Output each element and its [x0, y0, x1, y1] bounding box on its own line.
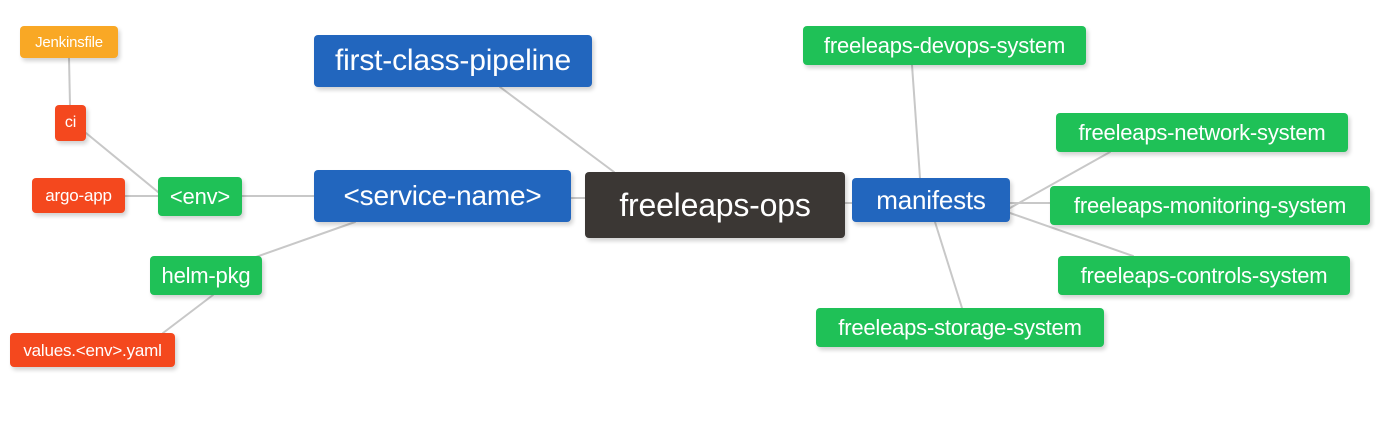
node-helm-pkg[interactable]: helm-pkg — [150, 256, 262, 295]
node-label-env: <env> — [169, 183, 231, 209]
node-freeleaps-ops[interactable]: freeleaps-ops — [585, 172, 845, 238]
node-label-monitoring-system: freeleaps-monitoring-system — [1073, 192, 1347, 218]
node-network-system[interactable]: freeleaps-network-system — [1056, 113, 1348, 152]
node-label-storage-system: freeleaps-storage-system — [838, 314, 1082, 340]
node-jenkinsfile[interactable]: Jenkinsfile — [20, 26, 118, 58]
edge-manifests-to-storage-system — [934, 221, 963, 309]
edge-helm-pkg-to-service-name — [252, 221, 356, 259]
edge-values-yaml-to-helm-pkg — [162, 294, 214, 334]
node-label-controls-system: freeleaps-controls-system — [1080, 262, 1328, 288]
node-argo-app[interactable]: argo-app — [32, 178, 125, 213]
node-monitoring-system[interactable]: freeleaps-monitoring-system — [1050, 186, 1370, 225]
node-label-first-class-pipeline: first-class-pipeline — [334, 44, 572, 77]
node-devops-system[interactable]: freeleaps-devops-system — [803, 26, 1086, 65]
node-label-service-name: <service-name> — [343, 180, 542, 211]
node-label-network-system: freeleaps-network-system — [1078, 119, 1326, 145]
node-label-values-yaml: values.<env>.yaml — [23, 340, 162, 360]
node-storage-system[interactable]: freeleaps-storage-system — [816, 308, 1104, 347]
node-first-class-pipeline[interactable]: first-class-pipeline — [314, 35, 592, 87]
node-label-manifests: manifests — [876, 185, 986, 215]
node-service-name[interactable]: <service-name> — [314, 170, 571, 222]
edge-jenkinsfile-to-ci — [68, 57, 71, 106]
node-label-jenkinsfile: Jenkinsfile — [35, 33, 103, 51]
node-env[interactable]: <env> — [158, 177, 242, 216]
edge-manifests-to-devops-system — [911, 64, 921, 179]
node-controls-system[interactable]: freeleaps-controls-system — [1058, 256, 1350, 295]
edge-first-class-pipeline-to-freeleaps-ops — [499, 86, 615, 173]
node-label-devops-system: freeleaps-devops-system — [823, 32, 1066, 58]
node-ci[interactable]: ci — [55, 105, 86, 141]
node-label-helm-pkg: helm-pkg — [161, 262, 251, 288]
node-label-freeleaps-ops: freeleaps-ops — [619, 187, 811, 223]
node-label-argo-app: argo-app — [45, 186, 112, 205]
node-manifests[interactable]: manifests — [852, 178, 1010, 222]
node-label-ci: ci — [64, 114, 77, 131]
node-values-yaml[interactable]: values.<env>.yaml — [10, 333, 175, 367]
